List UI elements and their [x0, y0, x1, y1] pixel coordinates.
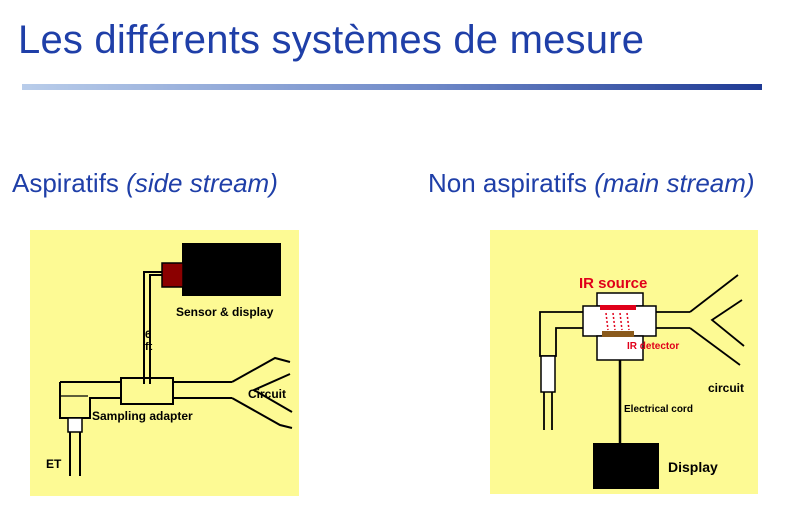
circuit-branch-inner [251, 373, 293, 413]
main-stream-diagram: IR source IR detector circuit Electrical… [490, 230, 758, 494]
ir-emitter [600, 305, 636, 310]
ir-detector-element [602, 331, 634, 337]
electrical-cord-label: Electrical cord [624, 404, 693, 415]
right-heading-italic: (main stream) [594, 168, 755, 198]
ir-source-cap [596, 292, 644, 307]
sensor-display-unit [182, 243, 281, 296]
right-heading-text: Non aspiratifs [428, 168, 587, 198]
circuit-label-left: Circuit [248, 387, 286, 401]
ir-source-label: IR source [579, 275, 647, 292]
et-label: ET [46, 457, 62, 471]
sensor-display-label: Sensor & display [176, 305, 274, 319]
sampling-tube [149, 274, 162, 384]
side-stream-diagram: Sensor & display 6 ft Circuit Sampling a… [30, 230, 299, 496]
right-heading: Non aspiratifs (main stream) [428, 168, 755, 199]
right-y-upper-outer [689, 274, 739, 313]
ir-ray-2 [612, 312, 616, 331]
left-heading-text: Aspiratifs [12, 168, 119, 198]
ir-ray-1 [605, 312, 609, 331]
sampling-adapter-label: Sampling adapter [92, 409, 193, 423]
et-connector [67, 417, 83, 433]
sensor-port [161, 262, 184, 288]
ir-ray-3 [619, 312, 623, 331]
elbow-connector [59, 382, 120, 419]
title-underline [22, 84, 762, 90]
left-heading-italic: (side stream) [126, 168, 278, 198]
ir-ray-4 [626, 312, 630, 331]
right-y-lower-outer [689, 327, 741, 366]
circuit-branch-lower-outer [231, 397, 293, 429]
display-label: Display [668, 459, 718, 475]
circuit-branch-upper-outer [231, 356, 291, 383]
sampling-tube-inner [143, 271, 162, 384]
slide-title: Les différents systèmes de mesure [18, 18, 645, 62]
ir-detector-label: IR detector [627, 341, 679, 352]
detector-cap [596, 335, 644, 361]
left-heading: Aspiratifs (side stream) [12, 168, 278, 199]
right-et-connector [540, 355, 556, 393]
display-unit [593, 443, 659, 489]
tube-length-number: 6 [145, 329, 151, 341]
tube-length-unit: ft [145, 341, 153, 353]
right-y-inner [710, 299, 745, 347]
circuit-label-right: circuit [708, 381, 744, 395]
sampling-adapter [120, 377, 174, 405]
